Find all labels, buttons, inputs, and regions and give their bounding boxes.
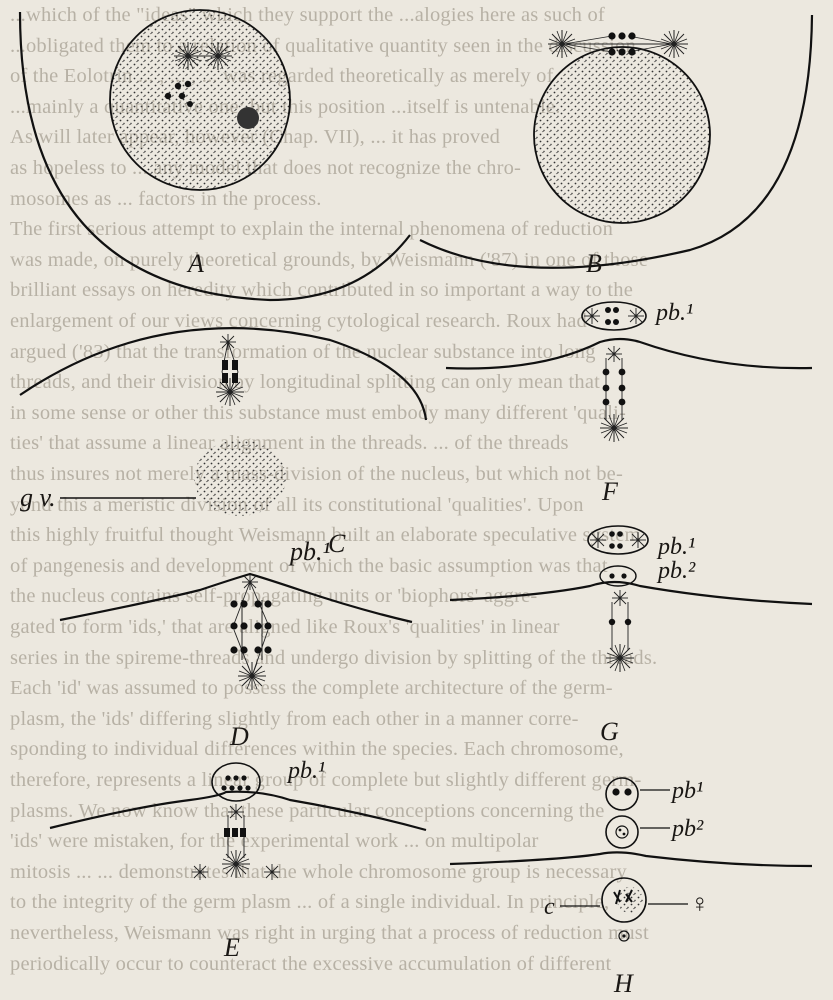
panel-e: pb.¹ E [50, 758, 426, 962]
annotation-pb2-g: pb.² [656, 558, 696, 584]
panel-b: B [420, 15, 812, 278]
annotation-c: c [544, 894, 555, 920]
annotation-pb1-f: pb.¹ [654, 300, 693, 326]
panel-label-h: H [613, 969, 634, 998]
annotation-pb1-g: pb.¹ [656, 534, 695, 560]
panel-label-e: E [223, 933, 240, 962]
panel-h: c ♀ pb¹ pb² H [450, 778, 812, 998]
panel-label-d: D [229, 722, 249, 751]
annotation-pb1-e: pb.¹ [286, 758, 325, 784]
panel-g: pb.¹ pb.² G [450, 526, 812, 746]
panel-label-f: F [601, 477, 619, 506]
panel-d: pb.¹ D [60, 537, 412, 751]
panel-a: A [20, 10, 410, 300]
germinal-vesicle [110, 10, 290, 190]
panel-label-b: B [586, 249, 602, 278]
annotation-gv: g v. [20, 483, 56, 512]
panel-c: g v. C [20, 328, 426, 558]
panel-label-c: C [328, 529, 346, 558]
annotation-female: ♀ [690, 889, 710, 918]
panel-label-a: A [186, 249, 204, 278]
annotation-pb1-h: pb¹ [670, 778, 703, 804]
panel-label-g: G [600, 717, 619, 746]
annotation-pb2-h: pb² [670, 816, 704, 842]
panel-f: pb.¹ F [446, 300, 812, 506]
annotation-pb1-d: pb.¹ [288, 537, 331, 566]
